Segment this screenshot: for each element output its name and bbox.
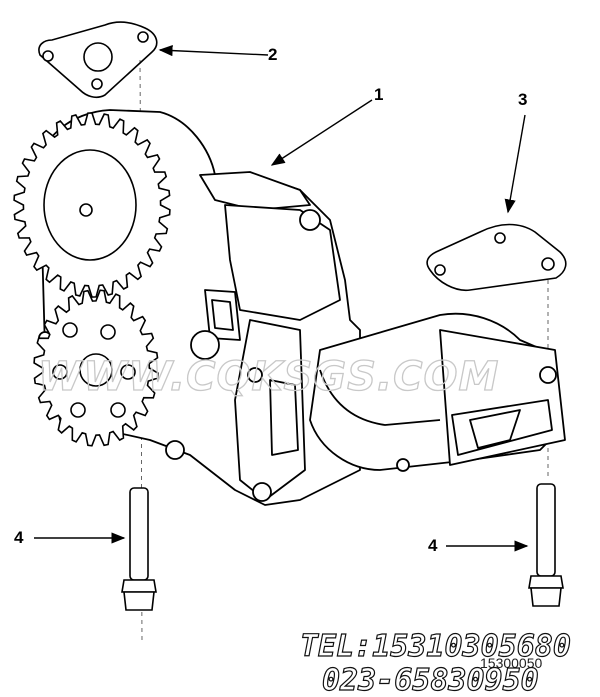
- callout-4-right: 4: [428, 536, 438, 555]
- callout-3: 3: [518, 90, 527, 109]
- callout-1: 1: [374, 85, 383, 104]
- watermark-text: WWW.CQKSGS.COM: [38, 354, 499, 400]
- callout-4-left: 4: [14, 528, 24, 547]
- contact-tel: TEL:15310305680: [300, 629, 571, 664]
- gasket-top-icon: [38, 21, 158, 98]
- figure-id: 15300050: [480, 655, 543, 671]
- callout-2: 2: [268, 45, 277, 64]
- leader-lines: [34, 44, 529, 552]
- gasket-right-icon: [426, 223, 567, 292]
- bolt-left-icon: [121, 487, 157, 611]
- contact-phone: 023-65830950: [322, 663, 539, 697]
- bolt-right-icon: [528, 483, 564, 607]
- lower-gear-icon: [33, 289, 159, 447]
- upper-gear-icon: [13, 112, 171, 298]
